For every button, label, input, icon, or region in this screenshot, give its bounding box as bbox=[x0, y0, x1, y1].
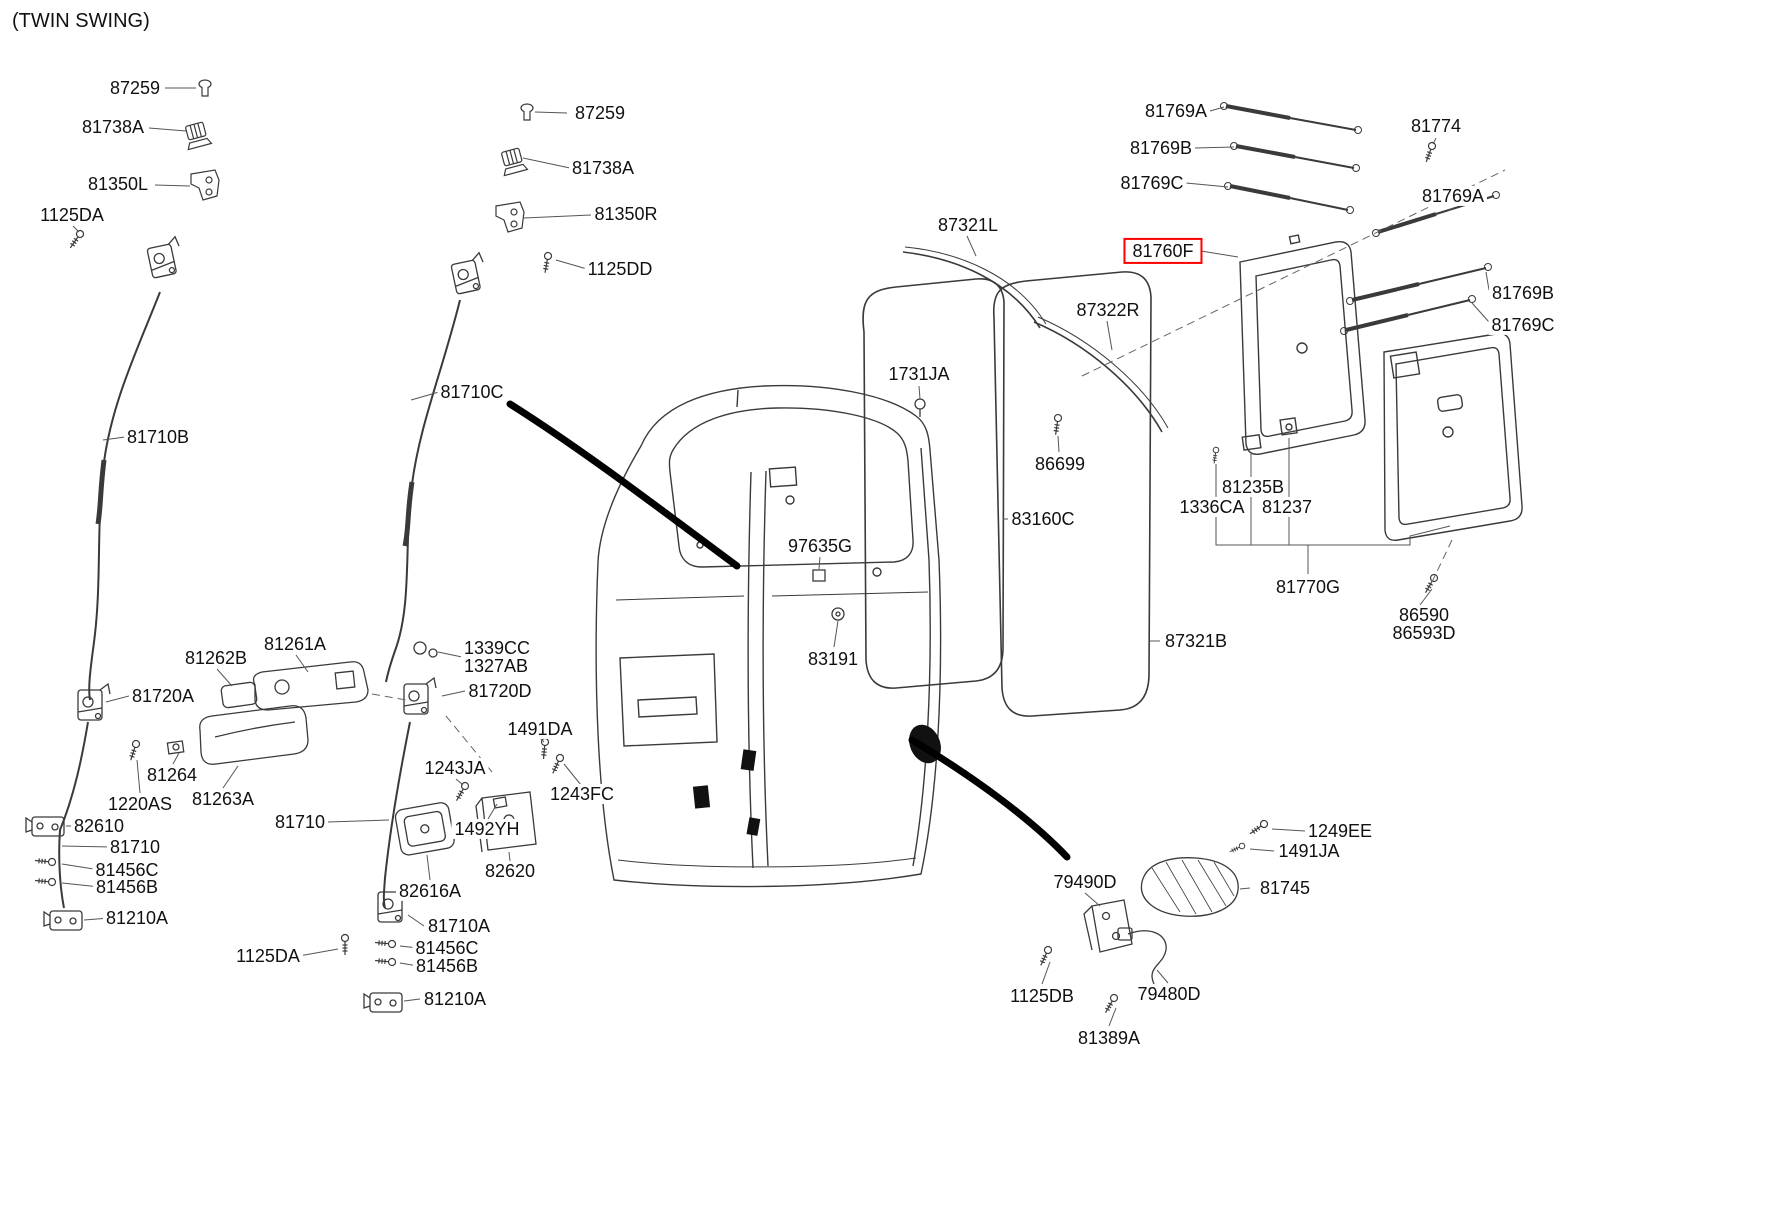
leader-lines bbox=[61, 87, 1490, 1027]
part-label-81456b-44[interactable]: 81456B bbox=[92, 876, 162, 898]
part-label-79480d-63[interactable]: 79480D bbox=[1134, 983, 1204, 1005]
part-label-81710c-8[interactable]: 81710C bbox=[437, 381, 507, 403]
part-label-82620-50[interactable]: 82620 bbox=[481, 860, 539, 882]
strut-81769a-left bbox=[1220, 102, 1362, 134]
part-label-1125dd-7[interactable]: 1125DD bbox=[584, 258, 656, 280]
part-label-81769a-21[interactable]: 81769A bbox=[1418, 185, 1488, 207]
strut-81769c-right bbox=[1340, 295, 1476, 335]
part-label-81745-61[interactable]: 81745 bbox=[1256, 877, 1314, 899]
part-label-1336ca-26[interactable]: 1336CA bbox=[1176, 496, 1248, 518]
part-label-83160c-14[interactable]: 83160C bbox=[1008, 508, 1078, 530]
part-label-81720a-37[interactable]: 81720A bbox=[128, 685, 198, 707]
part-label-81710-52[interactable]: 81710 bbox=[271, 811, 329, 833]
diagram-title: (TWIN SWING) bbox=[12, 10, 150, 32]
part-label-81350r-6[interactable]: 81350R bbox=[591, 203, 661, 225]
part-label-1491da-46[interactable]: 1491DA bbox=[504, 718, 576, 740]
part-label-1731ja-12[interactable]: 1731JA bbox=[885, 363, 953, 385]
part-label-1220as-39[interactable]: 1220AS bbox=[104, 793, 176, 815]
part-label-81389a-64[interactable]: 81389A bbox=[1074, 1027, 1144, 1049]
part-label-86590-29[interactable]: 86590 bbox=[1395, 604, 1453, 626]
part-label-87259-0[interactable]: 87259 bbox=[106, 77, 164, 99]
part-label-87321b-31[interactable]: 87321B bbox=[1161, 630, 1231, 652]
part-label-81769c-24[interactable]: 81769C bbox=[1488, 314, 1558, 336]
part-label-1327ab-35[interactable]: 1327AB bbox=[460, 655, 532, 677]
part-label-81770g-28[interactable]: 81770G bbox=[1272, 576, 1344, 598]
part-label-1125da-3[interactable]: 1125DA bbox=[37, 204, 107, 226]
part-label-86593d-30[interactable]: 86593D bbox=[1389, 622, 1459, 644]
part-label-1125db-62[interactable]: 1125DB bbox=[1007, 985, 1077, 1007]
part-label-81456b-56[interactable]: 81456B bbox=[412, 955, 482, 977]
part-label-81769b-23[interactable]: 81769B bbox=[1488, 282, 1558, 304]
part-label-87321l-10[interactable]: 87321L bbox=[934, 214, 1002, 236]
part-label-81263a-40[interactable]: 81263A bbox=[188, 788, 258, 810]
part-label-82610-41[interactable]: 82610 bbox=[70, 815, 128, 837]
cable-swooshes bbox=[506, 400, 1071, 861]
part-label-81350l-2[interactable]: 81350L bbox=[84, 173, 152, 195]
part-label-81710a-53[interactable]: 81710A bbox=[424, 915, 494, 937]
part-label-81760f-22[interactable]: 81760F bbox=[1123, 237, 1203, 265]
part-label-81720d-36[interactable]: 81720D bbox=[465, 680, 535, 702]
part-label-81456c-55[interactable]: 81456C bbox=[412, 937, 482, 959]
part-label-79490d-58[interactable]: 79490D bbox=[1050, 871, 1120, 893]
part-label-1243fc-48[interactable]: 1243FC bbox=[546, 783, 618, 805]
part-label-81710b-9[interactable]: 81710B bbox=[123, 426, 193, 448]
part-label-81210a-57[interactable]: 81210A bbox=[420, 988, 490, 1010]
strut-81769b-left bbox=[1230, 142, 1360, 172]
part-label-81769c-19[interactable]: 81769C bbox=[1117, 172, 1187, 194]
part-label-86699-13[interactable]: 86699 bbox=[1031, 453, 1089, 475]
part-label-97635g-15[interactable]: 97635G bbox=[784, 535, 856, 557]
part-label-1491ja-60[interactable]: 1491JA bbox=[1275, 840, 1343, 862]
part-label-87259-4[interactable]: 87259 bbox=[571, 102, 629, 124]
strut-81769b-right bbox=[1346, 263, 1492, 305]
part-label-81738a-5[interactable]: 81738A bbox=[568, 157, 638, 179]
part-label-81456c-43[interactable]: 81456C bbox=[92, 859, 162, 881]
part-label-1492yh-49[interactable]: 1492YH bbox=[451, 818, 523, 840]
part-label-81774-20[interactable]: 81774 bbox=[1407, 115, 1465, 137]
part-label-81237-27[interactable]: 81237 bbox=[1258, 496, 1316, 518]
part-label-1339cc-34[interactable]: 1339CC bbox=[460, 637, 534, 659]
part-label-81262b-32[interactable]: 81262B bbox=[181, 647, 251, 669]
door-frames bbox=[1239, 234, 1523, 541]
strut-81769c-left bbox=[1224, 182, 1354, 214]
part-label-81769b-18[interactable]: 81769B bbox=[1126, 137, 1196, 159]
part-label-81235b-25[interactable]: 81235B bbox=[1218, 476, 1288, 498]
part-label-81710-42[interactable]: 81710 bbox=[106, 836, 164, 858]
part-label-81264-38[interactable]: 81264 bbox=[143, 764, 201, 786]
part-label-87322r-11[interactable]: 87322R bbox=[1073, 299, 1143, 321]
part-label-83191-16[interactable]: 83191 bbox=[804, 648, 862, 670]
part-label-1125da-54[interactable]: 1125DA bbox=[233, 945, 303, 967]
part-label-81769a-17[interactable]: 81769A bbox=[1141, 100, 1211, 122]
part-label-81261a-33[interactable]: 81261A bbox=[260, 633, 330, 655]
part-label-1243ja-47[interactable]: 1243JA bbox=[421, 757, 489, 779]
weatherstrips bbox=[862, 246, 1169, 717]
part-label-1249ee-59[interactable]: 1249EE bbox=[1304, 820, 1376, 842]
part-label-81210a-45[interactable]: 81210A bbox=[102, 907, 172, 929]
part-label-81738a-1[interactable]: 81738A bbox=[78, 116, 148, 138]
release-cables bbox=[58, 291, 461, 909]
part-label-82616a-51[interactable]: 82616A bbox=[395, 880, 465, 902]
gas-struts bbox=[1220, 102, 1500, 335]
group-lines bbox=[1215, 438, 1451, 574]
handle-parts bbox=[166, 661, 369, 765]
